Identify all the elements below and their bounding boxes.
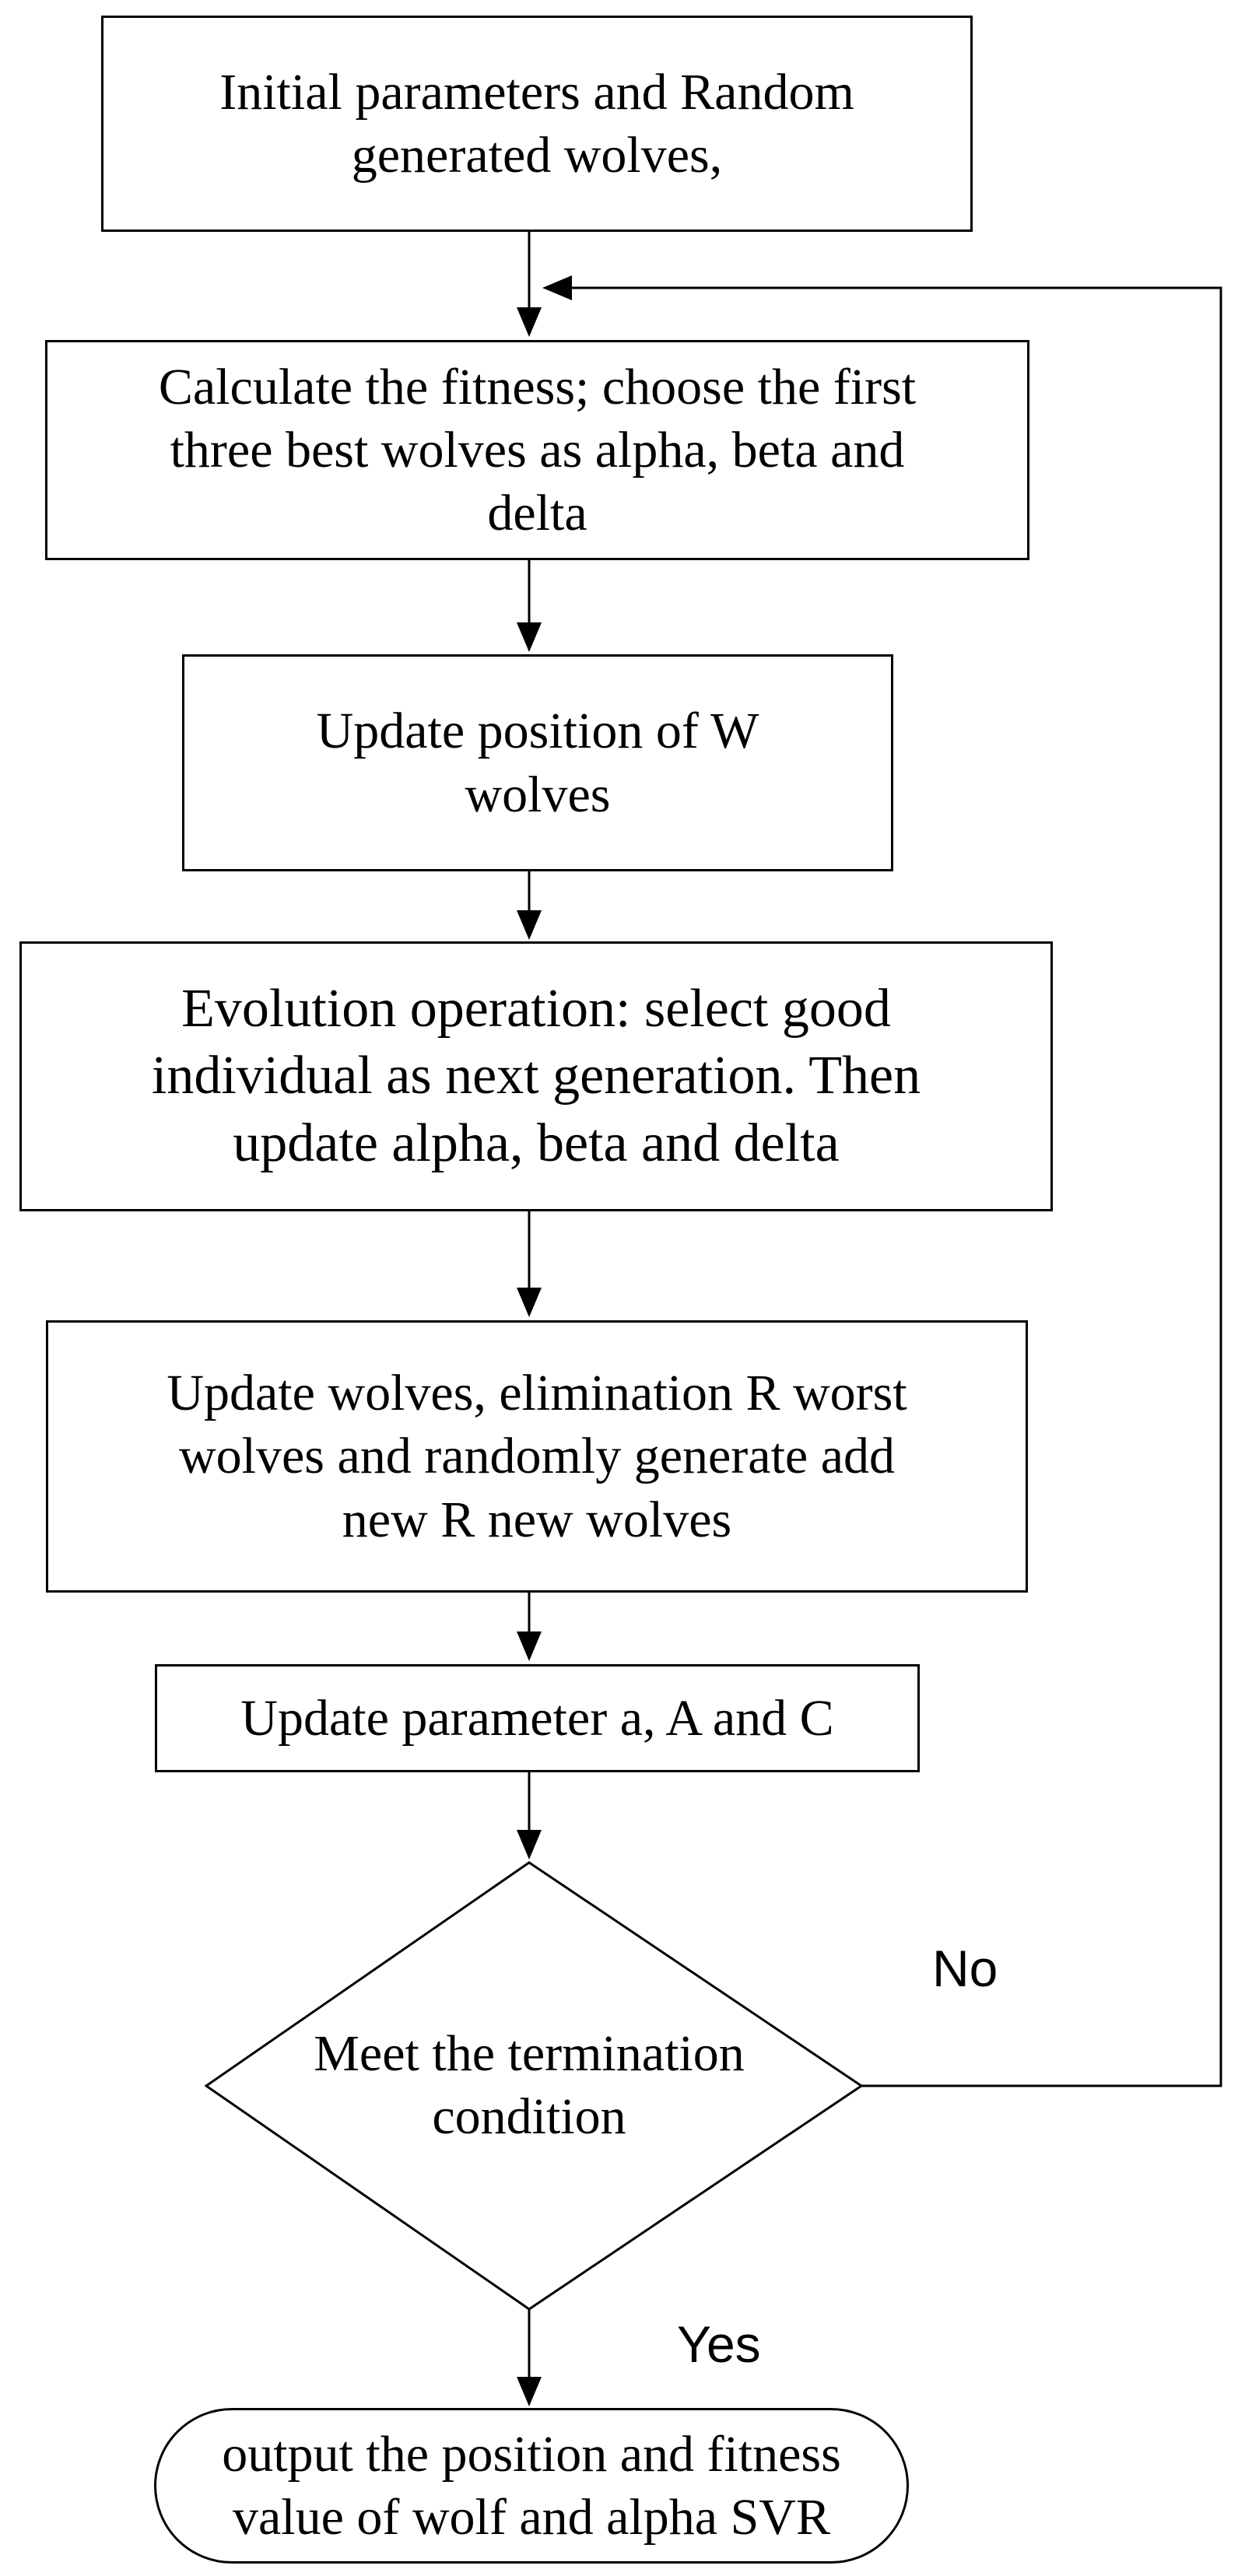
- arrow-update-params-to-decision: [517, 1771, 542, 1859]
- update-wolves-line-1: Update wolves, elimination R worst: [167, 1365, 907, 1422]
- update-params-line-1: Update parameter a, A and C: [240, 1689, 834, 1747]
- fitness-line-1: Calculate the fitness; choose the first: [158, 358, 917, 415]
- output-line-2: value of wolf and alpha SVR: [232, 2489, 830, 2546]
- arrow-update-position-to-evolution: [517, 870, 542, 940]
- output-line-1: output the position and fitness: [222, 2425, 841, 2483]
- update-position-line-1: Update position of W: [316, 703, 759, 760]
- arrow-fitness-to-update-position: [517, 559, 542, 652]
- decision-text: Meet the termination condition: [257, 2023, 801, 2148]
- update-params-box: Update parameter a, A and C: [155, 1664, 920, 1772]
- arrow-evolution-to-update-wolves: [517, 1211, 542, 1317]
- update-position-box: Update position of W wolves: [182, 654, 893, 871]
- output-terminator: output the position and fitness value of…: [154, 2408, 909, 2564]
- decision-line-1: Meet the termination: [314, 2025, 745, 2082]
- evolution-line-1: Evolution operation: select good: [181, 979, 891, 1039]
- evolution-box: Evolution operation: select good individ…: [19, 941, 1053, 1211]
- fitness-line-3: delta: [487, 485, 587, 542]
- edge-label-yes: Yes: [677, 2315, 761, 2373]
- arrow-init-to-fitness: [517, 230, 542, 337]
- evolution-line-3: update alpha, beta and delta: [233, 1113, 840, 1173]
- evolution-line-2: individual as next generation. Then: [151, 1046, 921, 1106]
- arrow-update-wolves-to-update-params: [517, 1591, 542, 1661]
- edge-label-no: No: [932, 1940, 998, 1997]
- loop-back-arrow-no: [542, 275, 1222, 2087]
- fitness-box: Calculate the fitness; choose the first …: [45, 340, 1029, 560]
- fitness-line-2: three best wolves as alpha, beta and: [170, 421, 905, 478]
- init-line-2: generated wolves,: [351, 127, 723, 184]
- update-wolves-box: Update wolves, elimination R worst wolve…: [46, 1320, 1028, 1593]
- arrow-decision-to-output: [517, 2309, 542, 2406]
- init-line-1: Initial parameters and Random: [219, 63, 854, 121]
- update-position-line-2: wolves: [465, 766, 611, 823]
- update-wolves-line-2: wolves and randomly generate add: [178, 1428, 895, 1485]
- decision-line-2: condition: [432, 2087, 626, 2145]
- init-box: Initial parameters and Random generated …: [101, 16, 973, 232]
- update-wolves-line-3: new R new wolves: [342, 1491, 732, 1548]
